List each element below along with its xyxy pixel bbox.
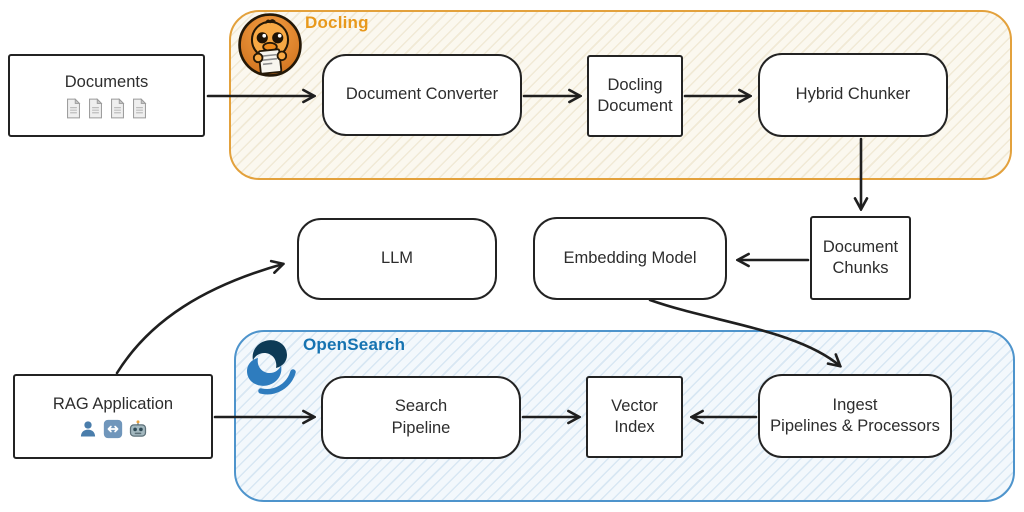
node-document-converter-label: Document Converter <box>345 85 499 104</box>
node-embedding-model: Embedding Model <box>533 217 727 300</box>
node-ingest-pipelines: Ingest Pipelines & Processors <box>758 374 952 458</box>
page-icon <box>67 97 81 118</box>
node-rag-application: RAG Application <box>13 374 213 459</box>
node-search-pipeline-label: Search Pipeline <box>391 397 451 437</box>
node-rag-application-label: RAG Application <box>52 394 174 413</box>
node-docling-document: Docling Document <box>587 55 683 137</box>
docling-duck-logo <box>237 12 303 78</box>
docling-group-label: Docling <box>305 13 369 32</box>
page-icon <box>89 97 103 118</box>
robot-icon <box>129 420 147 437</box>
node-document-chunks: Document Chunks <box>810 216 911 300</box>
node-vector-index-label: Vector Index <box>611 396 658 436</box>
left-right-arrow-icon <box>103 419 123 439</box>
node-docling-document-label: Docling Document <box>597 75 673 115</box>
rag-application-icons <box>78 419 148 439</box>
node-llm-label: LLM <box>380 249 414 268</box>
node-document-converter: Document Converter <box>322 54 522 136</box>
node-llm: LLM <box>297 218 497 300</box>
node-ingest-pipelines-label: Ingest Pipelines & Processors <box>770 395 940 435</box>
opensearch-logo <box>235 333 299 397</box>
node-documents: Documents <box>8 54 205 137</box>
node-hybrid-chunker-label: Hybrid Chunker <box>795 85 911 104</box>
node-document-chunks-label: Document Chunks <box>822 237 899 277</box>
node-documents-label: Documents <box>64 73 149 92</box>
user-icon <box>80 421 96 437</box>
node-embedding-model-label: Embedding Model <box>563 248 697 267</box>
node-hybrid-chunker: Hybrid Chunker <box>758 53 948 137</box>
page-icon <box>133 97 147 118</box>
page-icon <box>111 97 125 118</box>
document-page-icons <box>65 97 148 119</box>
node-vector-index: Vector Index <box>586 376 683 458</box>
node-search-pipeline: Search Pipeline <box>321 376 521 459</box>
opensearch-group-label: OpenSearch <box>303 335 406 354</box>
